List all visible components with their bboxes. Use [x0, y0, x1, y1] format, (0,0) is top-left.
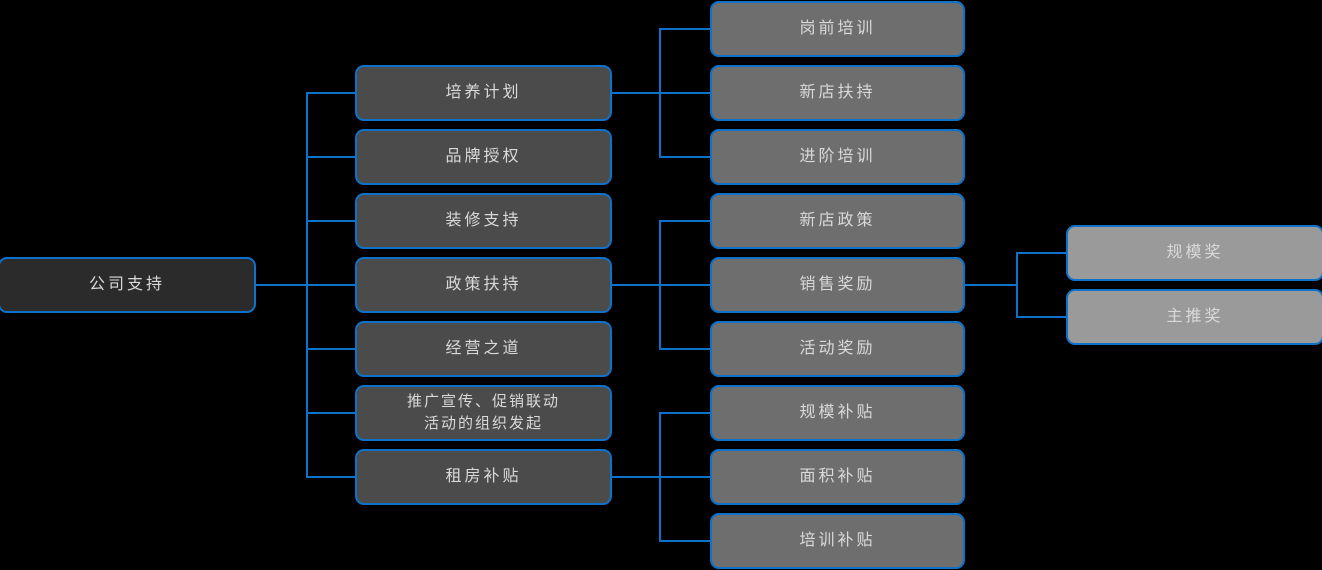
node-level4-2[interactable]: 主推奖 [1066, 289, 1322, 345]
node-level2-5[interactable]: 经营之道 [355, 321, 612, 377]
connector-trunk-level4 [1016, 253, 1018, 317]
connector-branch-level3-8 [659, 476, 710, 478]
connector-out-level2-4 [612, 284, 661, 286]
node-level2-4[interactable]: 政策扶持 [355, 257, 612, 313]
connector-branch-level3-5 [659, 284, 710, 286]
connector-branch-level2-3 [306, 220, 355, 222]
connector-branch-level3-2 [659, 92, 710, 94]
node-level3-7[interactable]: 规模补贴 [710, 385, 965, 441]
node-root[interactable]: 公司支持 [0, 257, 256, 313]
node-level4-1[interactable]: 规模奖 [1066, 225, 1322, 281]
connector-branch-level4-1 [1016, 252, 1068, 254]
node-level3-9[interactable]: 培训补贴 [710, 513, 965, 569]
node-level2-7[interactable]: 租房补贴 [355, 449, 612, 505]
connector-branch-level2-5 [306, 348, 355, 350]
connector-branch-level2-2 [306, 156, 355, 158]
node-level2-6[interactable]: 推广宣传、促销联动 活动的组织发起 [355, 385, 612, 441]
connector-branch-level2-6 [306, 412, 355, 414]
connector-branch-level2-4 [306, 284, 355, 286]
connector-root-out [256, 284, 308, 286]
node-level3-2[interactable]: 新店扶持 [710, 65, 965, 121]
connector-branch-level2-7 [306, 476, 355, 478]
connector-branch-level3-1 [659, 28, 710, 30]
connector-branch-level3-4 [659, 220, 710, 222]
connector-branch-level3-9 [659, 540, 710, 542]
node-level3-6[interactable]: 活动奖励 [710, 321, 965, 377]
node-level3-8[interactable]: 面积补贴 [710, 449, 965, 505]
connector-branch-level3-6 [659, 348, 710, 350]
connector-out-level2-7 [612, 476, 661, 478]
connector-branch-level3-3 [659, 156, 710, 158]
node-level3-1[interactable]: 岗前培训 [710, 1, 965, 57]
node-level2-1[interactable]: 培养计划 [355, 65, 612, 121]
connector-out-level2-1 [612, 92, 661, 94]
connector-branch-level2-1 [306, 92, 355, 94]
connector-out-level3-5 [965, 284, 1018, 286]
connector-branch-level4-2 [1016, 316, 1068, 318]
node-level3-4[interactable]: 新店政策 [710, 193, 965, 249]
node-level2-3[interactable]: 装修支持 [355, 193, 612, 249]
node-level3-5[interactable]: 销售奖励 [710, 257, 965, 313]
node-level3-3[interactable]: 进阶培训 [710, 129, 965, 185]
connector-branch-level3-7 [659, 412, 710, 414]
node-level2-2[interactable]: 品牌授权 [355, 129, 612, 185]
